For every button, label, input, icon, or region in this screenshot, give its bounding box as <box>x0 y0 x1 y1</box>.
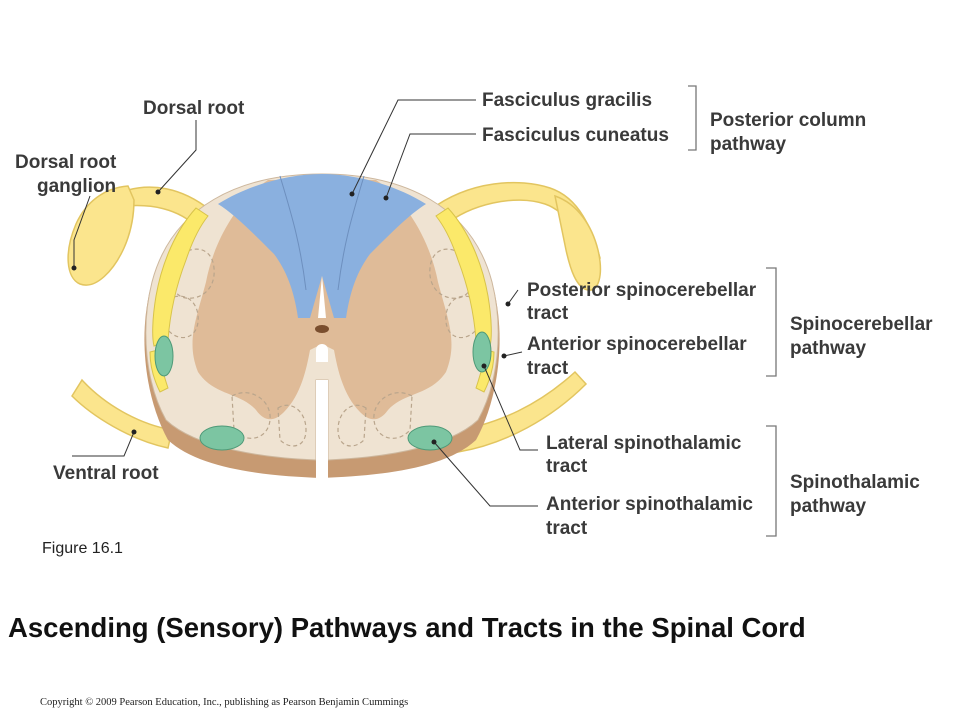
label-spinocerebellar-pathway-1: Spinocerebellar <box>790 314 933 335</box>
label-dorsal-root-ganglion-2: ganglion <box>37 176 116 197</box>
label-ventral-root: Ventral root <box>53 463 159 484</box>
label-posterior-column-pathway-2: pathway <box>710 134 786 155</box>
label-fasciculus-gracilis: Fasciculus gracilis <box>482 90 652 111</box>
anterior-spinothalamic-left <box>199 425 245 451</box>
label-dorsal-root: Dorsal root <box>143 98 245 119</box>
lateral-spinothalamic-right <box>472 331 492 373</box>
figure-label: Figure 16.1 <box>42 540 123 557</box>
ventral-root-right <box>448 370 588 453</box>
label-spinothalamic-pathway-2: pathway <box>790 496 866 517</box>
label-dorsal-root-ganglion-1: Dorsal root <box>15 152 117 173</box>
label-posterior-column-pathway-1: Posterior column <box>710 110 866 131</box>
leader-lines <box>72 99 538 507</box>
label-posterior-spinocerebellar-1: Posterior spinocerebellar <box>527 280 757 301</box>
gracilis-cuneatus-divider-left <box>279 175 307 291</box>
dorsal-root-ganglion-right <box>554 194 602 291</box>
spinal-cord <box>144 173 500 478</box>
lateral-spinothalamic-left <box>154 335 174 377</box>
leader-dots <box>71 189 511 445</box>
anterior-spinothalamic-right <box>407 425 453 451</box>
label-spinocerebellar-pathway-2: pathway <box>790 338 866 359</box>
labels: Dorsal root Dorsal root ganglion Ventral… <box>15 90 933 539</box>
label-posterior-spinocerebellar-2: tract <box>527 303 569 324</box>
label-spinothalamic-pathway-1: Spinothalamic <box>790 472 920 493</box>
posterior-column <box>218 174 426 318</box>
label-anterior-spinocerebellar-1: Anterior spinocerebellar <box>527 334 747 355</box>
copyright-notice: Copyright © 2009 Pearson Education, Inc.… <box>40 697 409 708</box>
label-anterior-spinothalamic-2: tract <box>546 518 588 539</box>
anterior-median-fissure <box>316 380 328 478</box>
anterior-commissure-notch <box>316 344 328 362</box>
label-lateral-spinothalamic-2: tract <box>546 456 588 477</box>
gracilis-cuneatus-divider-right <box>337 175 365 291</box>
label-anterior-spinothalamic-1: Anterior spinothalamic <box>546 494 753 515</box>
slide-title: Ascending (Sensory) Pathways and Tracts … <box>8 612 806 643</box>
brackets <box>688 85 777 537</box>
label-fasciculus-cuneatus: Fasciculus cuneatus <box>482 125 669 146</box>
central-canal <box>315 325 329 333</box>
posterior-median-septum <box>318 276 326 318</box>
label-anterior-spinocerebellar-2: tract <box>527 358 569 379</box>
dorsal-root-ganglion-left <box>67 185 135 286</box>
label-lateral-spinothalamic-1: Lateral spinothalamic <box>546 433 742 454</box>
